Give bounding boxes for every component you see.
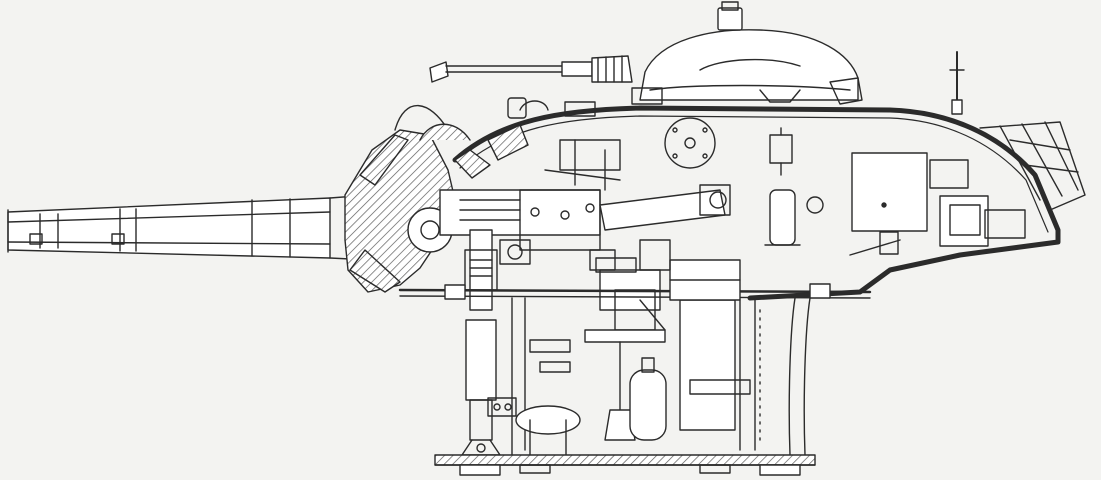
gun-mantlet	[344, 104, 471, 293]
turret-ring	[398, 283, 872, 300]
gunner-seat	[529, 299, 666, 441]
misc-fittings	[589, 127, 901, 271]
rear-turret-bustle	[939, 195, 1026, 247]
recoil-mechanism	[439, 139, 731, 251]
turret-basket	[511, 259, 811, 456]
cupola-machine-gun	[429, 55, 633, 83]
turret-armor-shell	[452, 97, 1061, 301]
basket-floor	[434, 454, 816, 466]
bustle-rack	[979, 121, 1086, 211]
floor-brackets	[459, 464, 801, 476]
radio-box	[851, 152, 969, 232]
barrel-support-rails	[7, 208, 137, 253]
gas-bottle	[515, 189, 801, 456]
equilibrator	[461, 319, 517, 456]
cupola	[631, 1, 863, 105]
antenna	[949, 51, 965, 115]
